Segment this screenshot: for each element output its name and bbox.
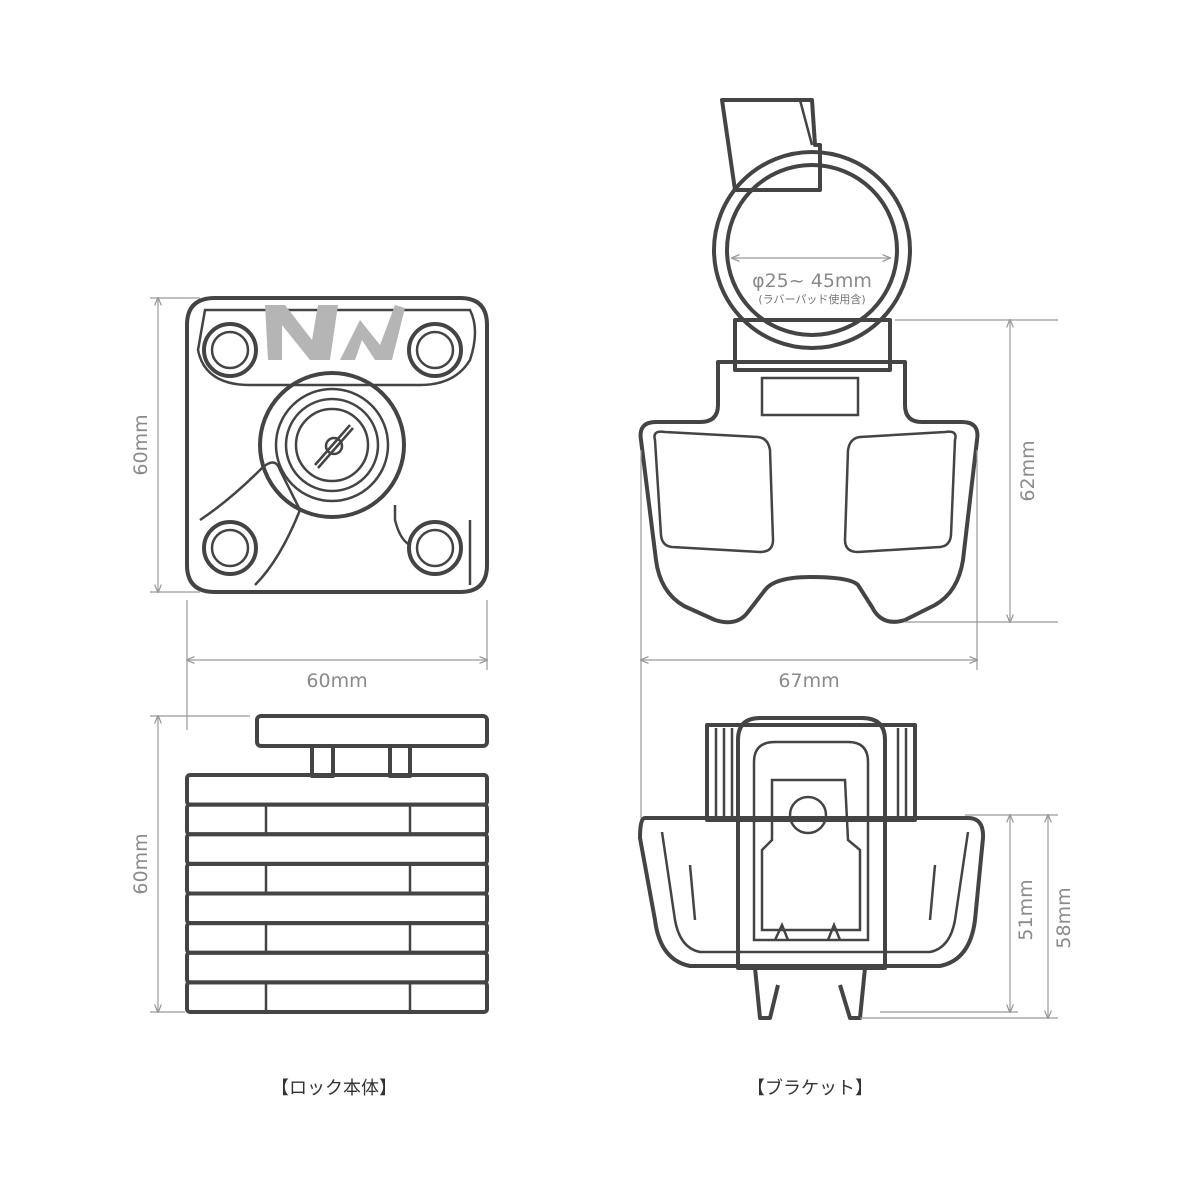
bracket-back-view <box>638 716 986 1020</box>
lock-plate <box>185 802 489 837</box>
lock-body-side-view <box>185 714 489 1014</box>
bracket-width-label: 67mm <box>778 670 839 692</box>
lock-side-height-label: 60mm <box>130 833 152 894</box>
lock-plate <box>185 832 489 866</box>
lock-body-caption: 【ロック本体】 <box>271 1078 397 1099</box>
bracket-caption: 【ブラケット】 <box>747 1077 873 1099</box>
lock-width-dimension: 60mm <box>187 600 487 730</box>
lock-plate <box>185 773 489 807</box>
stacked-plates <box>185 773 489 1014</box>
lock-plate <box>185 921 489 955</box>
lock-body-top-view <box>185 296 489 594</box>
clamp-diameter-label: φ25~ 45mm <box>752 270 872 292</box>
bracket-width-dimension: 67mm <box>641 450 977 820</box>
lock-side-height-dimension: 60mm <box>130 716 250 1012</box>
lock-plate <box>185 861 489 896</box>
clamp-note: (ラバーパッド使用含) <box>758 292 865 306</box>
bracket-top-view: φ25~ 45mm (ラバーパッド使用含) <box>638 98 980 625</box>
lock-cylinder <box>258 371 406 519</box>
mounting-holes <box>202 322 463 576</box>
bracket-back-dimensions: 51mm 58mm <box>860 815 1075 1018</box>
lock-width-label: 60mm <box>306 670 367 692</box>
lock-plate <box>185 980 489 1014</box>
lock-top-height-dimension: 60mm <box>130 298 200 592</box>
bracket-outer-height-label: 58mm <box>1053 887 1075 948</box>
bracket-inner-height-label: 51mm <box>1015 879 1037 940</box>
bracket-height-label: 62mm <box>1017 440 1039 501</box>
brand-logo <box>265 305 405 360</box>
lock-top-height-label: 60mm <box>130 414 152 475</box>
bracket-height-dimension: 62mm <box>895 320 1058 622</box>
lock-plate <box>185 891 489 926</box>
lock-plate <box>185 950 489 985</box>
